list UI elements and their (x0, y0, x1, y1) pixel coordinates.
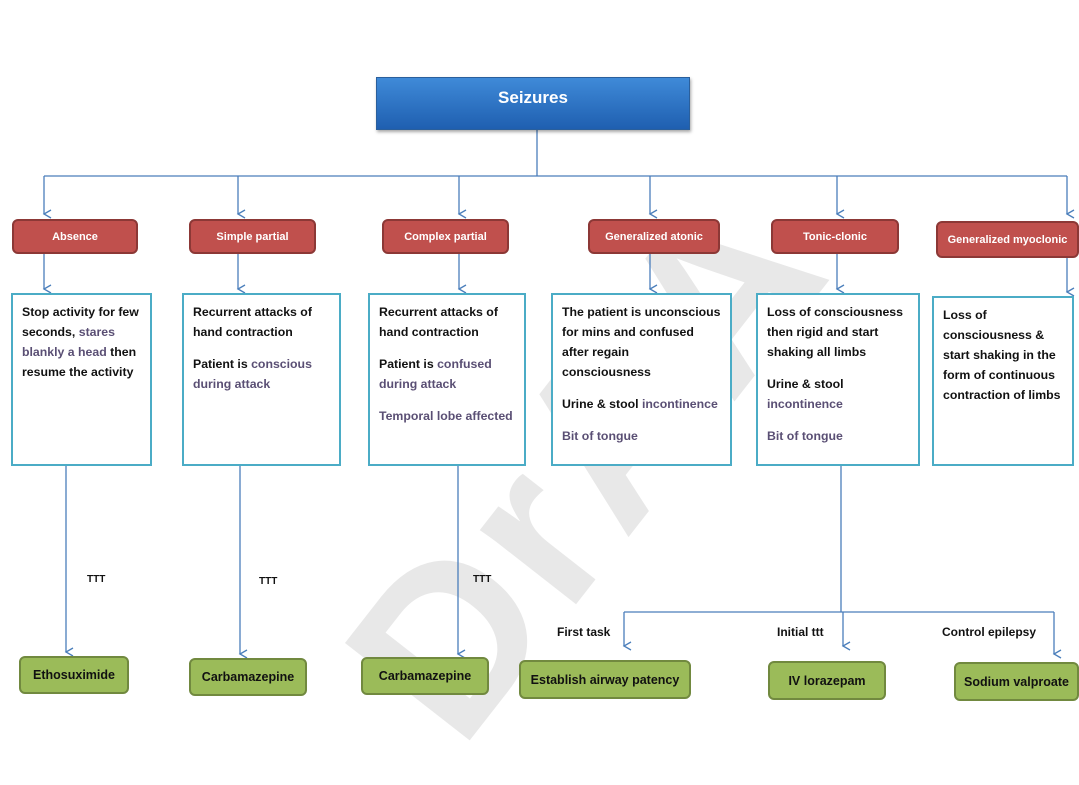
desc-text: Recurrent attacks of hand contraction (379, 305, 498, 339)
description-generalized-myoclonic: Loss of consciousness & start shaking in… (932, 296, 1074, 466)
desc-text: Patient is (193, 357, 252, 371)
description-generalized-atonic: The patient is unconscious for mins and … (551, 293, 732, 466)
desc-highlight: Temporal lobe affected (379, 409, 513, 423)
desc-paragraph: Urine & stool incontinence (767, 374, 909, 414)
description-simple-partial: Recurrent attacks of hand contraction Pa… (182, 293, 341, 466)
category-title: Complex partial (404, 230, 487, 243)
drug-label: Ethosuximide (33, 668, 115, 682)
desc-text: Urine & stool (562, 397, 642, 411)
action-label: Sodium valproate (964, 674, 1069, 689)
ttt-label-complex-partial: TTT (473, 574, 492, 585)
ttt-label-simple-partial: TTT (259, 576, 278, 587)
action-label: IV lorazepam (788, 673, 866, 688)
category-title: Generalized myoclonic (947, 233, 1068, 246)
category-title: Simple partial (216, 230, 289, 243)
desc-highlight: stares blankly a head (22, 325, 115, 359)
desc-highlight: Bit of tongue (767, 429, 843, 443)
desc-highlight: Bit of tongue (562, 429, 638, 443)
action-establish-airway: Establish airway patency (519, 660, 691, 699)
root-node-seizures: Seizures (376, 77, 690, 130)
action-label: Establish airway patency (530, 672, 680, 687)
drug-carbamazepine-complex: Carbamazepine (361, 657, 489, 695)
desc-paragraph: Loss of consciousness & start shaking in… (943, 305, 1063, 405)
desc-paragraph: Temporal lobe affected (379, 406, 515, 426)
action-sodium-valproate: Sodium valproate (954, 662, 1079, 701)
desc-text: Recurrent attacks of hand contraction (193, 305, 312, 339)
description-absence: Stop activity for few seconds, stares bl… (11, 293, 152, 466)
category-title: Generalized atonic (605, 230, 703, 243)
root-title: Seizures (498, 88, 568, 107)
drug-ethosuximide: Ethosuximide (19, 656, 129, 694)
desc-text: Patient is (379, 357, 438, 371)
desc-text: The patient is unconscious for mins and … (562, 305, 721, 379)
desc-paragraph: Urine & stool incontinence (562, 394, 721, 414)
desc-paragraph: The patient is unconscious for mins and … (562, 302, 721, 382)
desc-paragraph: Bit of tongue (562, 426, 721, 446)
label-initial-ttt: Initial ttt (777, 625, 824, 639)
desc-paragraph: Recurrent attacks of hand contraction (193, 302, 330, 342)
desc-highlight: incontinence (767, 397, 843, 411)
drug-carbamazepine-simple: Carbamazepine (189, 658, 307, 696)
desc-highlight: conscious during attack (193, 357, 312, 391)
desc-paragraph: Patient is conscious during attack (193, 354, 330, 394)
desc-paragraph: Loss of consciousness then rigid and sta… (767, 302, 909, 362)
desc-paragraph: Recurrent attacks of hand contraction (379, 302, 515, 342)
description-tonic-clonic: Loss of consciousness then rigid and sta… (756, 293, 920, 466)
desc-paragraph: Stop activity for few seconds, stares bl… (22, 302, 141, 382)
category-generalized-atonic: Generalized atonic (588, 219, 720, 254)
desc-highlight: incontinence (641, 397, 718, 411)
ttt-label-absence: TTT (87, 574, 106, 585)
desc-paragraph: Bit of tongue (767, 426, 909, 446)
desc-text: then resume the activity (22, 345, 137, 379)
category-generalized-myoclonic: Generalized myoclonic (936, 221, 1079, 258)
action-iv-lorazepam: IV lorazepam (768, 661, 886, 700)
label-control-epilepsy: Control epilepsy (942, 625, 1037, 639)
desc-highlight: confused during attack (379, 357, 492, 391)
category-complex-partial: Complex partial (382, 219, 509, 254)
connector-lines (42, 130, 1075, 659)
category-simple-partial: Simple partial (189, 219, 316, 254)
drug-label: Carbamazepine (378, 669, 472, 683)
desc-text: Urine & stool (767, 377, 844, 391)
category-title: Absence (52, 230, 98, 243)
desc-text: Loss of consciousness & start shaking in… (943, 308, 1061, 402)
desc-paragraph: Patient is confused during attack (379, 354, 515, 394)
category-absence: Absence (12, 219, 138, 254)
desc-text: Loss of consciousness then rigid and sta… (767, 305, 903, 359)
desc-text: Stop activity for few seconds, (22, 305, 139, 339)
category-tonic-clonic: Tonic-clonic (771, 219, 899, 254)
label-first-task: First task (557, 625, 611, 639)
drug-label: Carbamazepine (201, 670, 295, 684)
category-title: Tonic-clonic (803, 230, 867, 243)
description-complex-partial: Recurrent attacks of hand contraction Pa… (368, 293, 526, 466)
